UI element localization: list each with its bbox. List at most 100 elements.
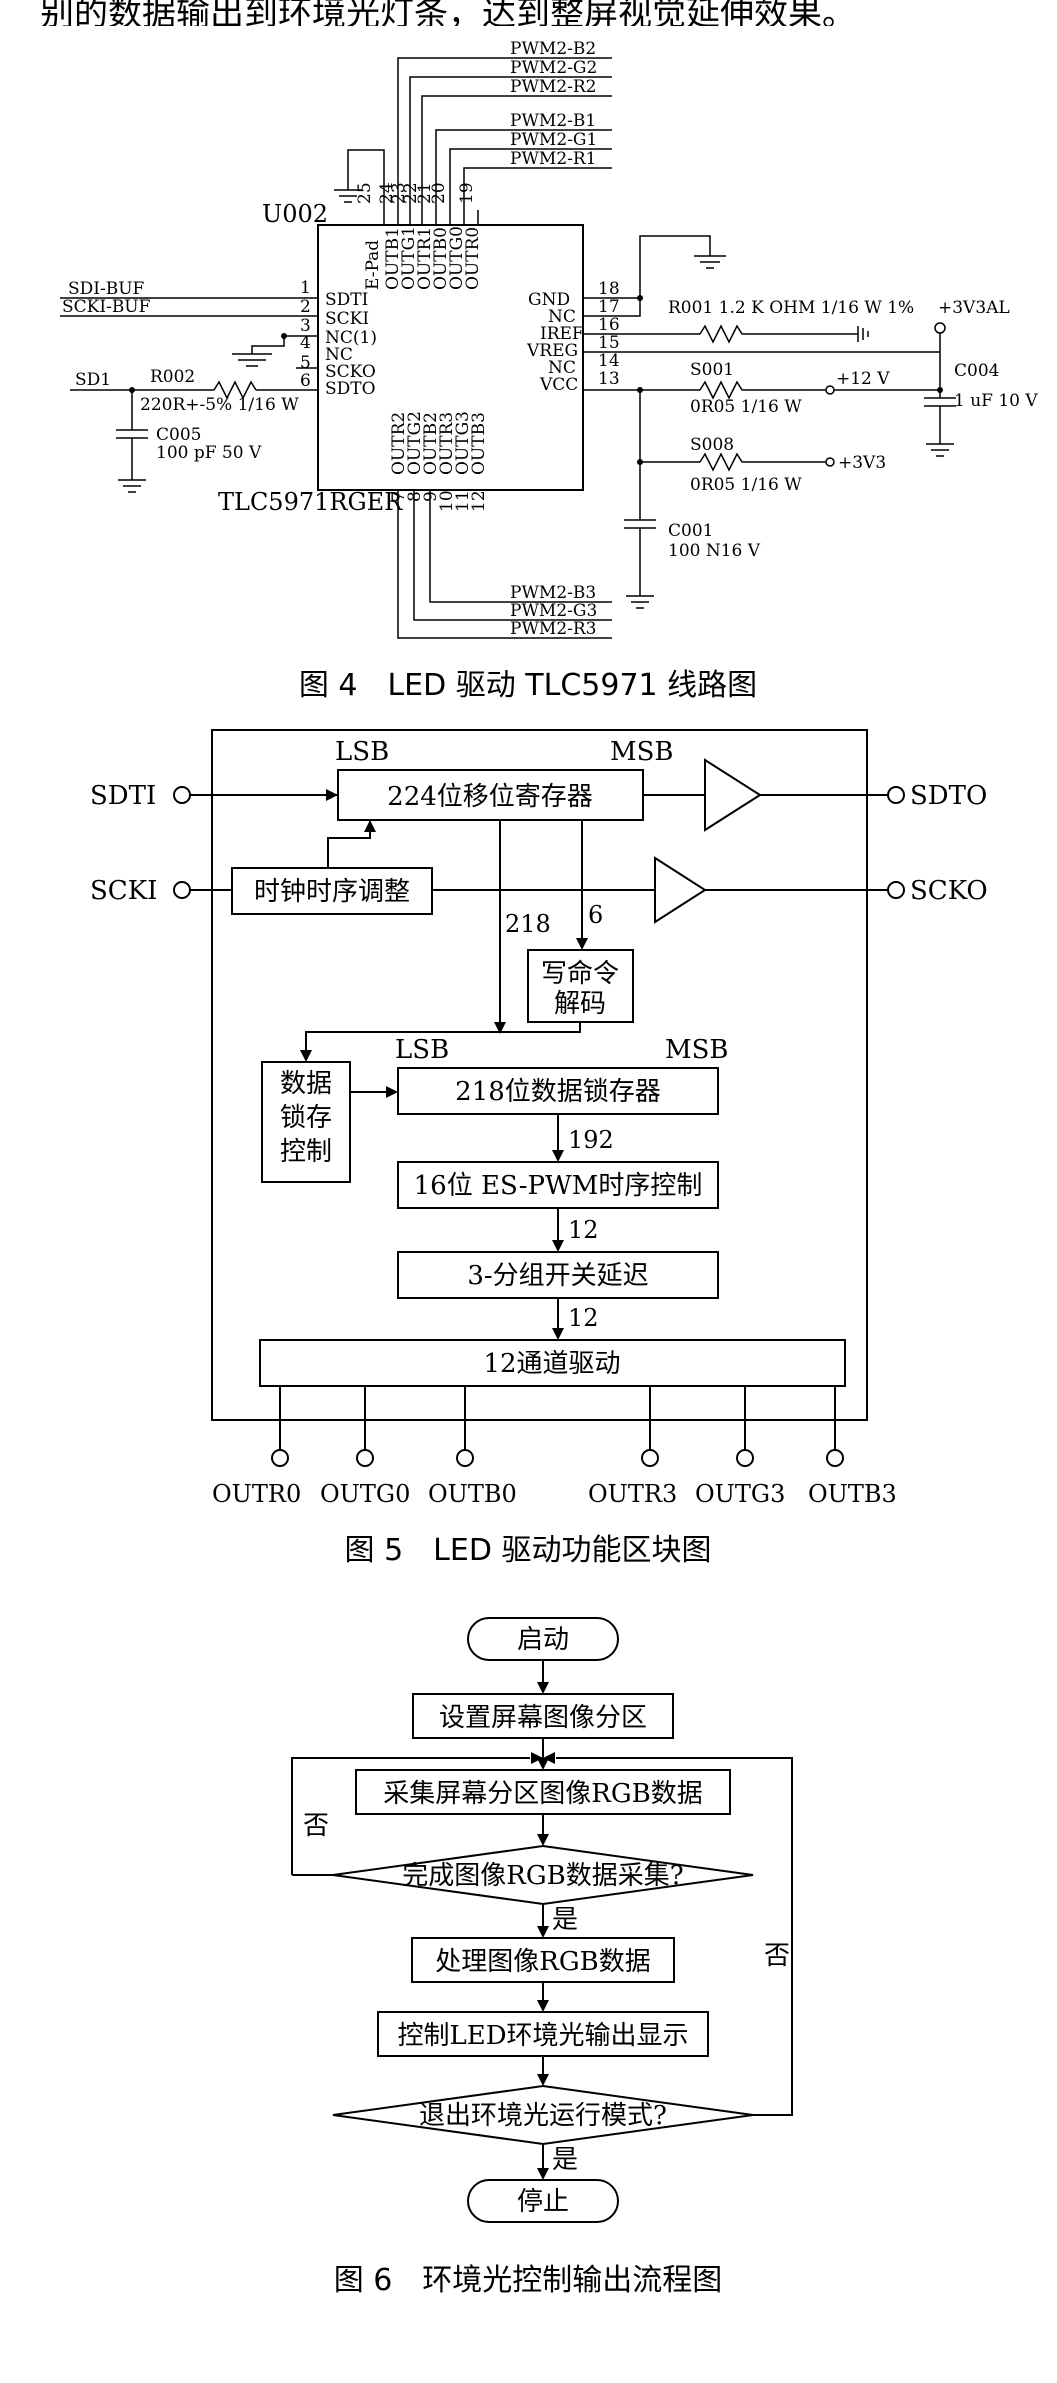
figure-6-caption: 图 6 环境光控制输出流程图 <box>334 2263 723 2298</box>
control-label: 控制LED环境光输出显示 <box>397 2021 688 2051</box>
pin-num: 21 <box>415 182 435 204</box>
scko-terminal <box>887 881 905 899</box>
bits-12b: 12 <box>568 1304 599 1332</box>
pin-name: VCC <box>539 375 578 395</box>
scki-net: SCKI-BUF <box>62 297 151 317</box>
c005-ref: C005 <box>156 425 201 445</box>
pin-num: 24 <box>377 182 397 204</box>
sdto-buffer <box>704 758 762 832</box>
pin-name: OUTB2 <box>421 412 441 475</box>
bits-6: 6 <box>588 901 603 929</box>
pin-name: OUTB0 <box>431 227 451 290</box>
pin-num: 8 <box>405 491 425 502</box>
driver-box <box>259 1339 846 1387</box>
left-pins: SDTI SCKI NC(1) NC SCKO SDTO 1 2 3 4 5 6… <box>60 278 377 493</box>
top-pins: 25 24 23 22 21 20 19 E-Pad OUTB1 OUTG1 O… <box>355 182 483 290</box>
net-label: PWM2-B1 <box>510 111 596 131</box>
set-partition-label: 设置屏幕图像分区 <box>439 1703 647 1733</box>
pin-num: 22 <box>401 182 421 204</box>
scko-label: SCKO <box>910 876 988 906</box>
right-pins: GND NC IREF VREG NC VCC 18 17 16 15 14 1… <box>526 235 1038 609</box>
pin-num: 18 <box>598 279 620 299</box>
net-label: PWM2-G2 <box>510 58 597 78</box>
sdto-label: SDTO <box>910 781 987 811</box>
c005-value: 100 pF 50 V <box>156 443 262 463</box>
pin-num: 13 <box>598 369 620 389</box>
output-label: OUTG0 <box>320 1480 410 1508</box>
start-label: 启动 <box>517 1625 569 1655</box>
pin-num: 19 <box>457 182 477 204</box>
shift-register-label: 224位移位寄存器 <box>387 782 593 812</box>
sdi-net: SDI-BUF <box>68 279 145 299</box>
pin-num: 10 <box>437 490 457 512</box>
output-label: OUTR3 <box>588 1480 677 1508</box>
stop-terminal <box>467 2179 619 2223</box>
latch-msb: MSB <box>665 1035 729 1065</box>
outputs: OUTR0 OUTG0 OUTB0 OUTR3 OUTG3 OUTB3 <box>212 1386 897 1508</box>
pin-name: OUTR3 <box>437 412 457 475</box>
pin-name: OUTG2 <box>405 411 425 475</box>
output-label: OUTR0 <box>212 1480 301 1508</box>
pin-num: 1 <box>300 278 311 298</box>
clock-adjust-label: 时钟时序调整 <box>254 877 410 907</box>
check-exit-label: 退出环境光运行模式? <box>419 2101 667 2131</box>
driver-label: 12通道驱动 <box>483 1349 620 1379</box>
pin-num: 16 <box>598 315 620 335</box>
pin-num: 15 <box>598 333 620 353</box>
net-label: PWM2-B2 <box>510 39 596 59</box>
c004-ref: C004 <box>954 361 999 381</box>
pin-name: OUTG0 <box>447 226 467 290</box>
shift-lsb: LSB <box>335 737 389 767</box>
top-nets-a: PWM2-B2 PWM2-G2 PWM2-R2 <box>397 39 612 225</box>
net-label: PWM2-B3 <box>510 583 596 603</box>
pin-num: 2 <box>300 297 311 317</box>
pin-num: 7 <box>389 491 409 502</box>
latch-lsb: LSB <box>395 1035 449 1065</box>
pin-name: NC <box>548 307 576 327</box>
check-done-label: 完成图像RGB数据采集? <box>402 1861 683 1891</box>
outer-frame <box>211 729 868 1421</box>
s001-ref: S001 <box>690 360 734 380</box>
scki-label: SCKI <box>90 876 157 906</box>
pin-num: 11 <box>453 490 473 512</box>
pin-num: 5 <box>300 353 311 373</box>
pin-num: 12 <box>469 490 489 512</box>
pin-num: 3 <box>300 316 311 336</box>
net-label: PWM2-R3 <box>510 619 597 639</box>
pin-name: SCKI <box>325 309 369 329</box>
process-label: 处理图像RGB数据 <box>435 1947 650 1977</box>
pin-name: SDTI <box>325 290 368 310</box>
out-terminal <box>736 1449 754 1467</box>
pin-num: 23 <box>389 182 409 204</box>
out-terminal <box>641 1449 659 1467</box>
bits-218: 218 <box>505 910 551 938</box>
collect-label: 采集屏幕分区图像RGB数据 <box>383 1779 702 1809</box>
latch-control-line1: 数据 <box>280 1069 332 1099</box>
pin-name: SCKO <box>325 362 376 382</box>
pin-name: OUTR2 <box>389 412 409 475</box>
out-terminal <box>271 1449 289 1467</box>
no-2: 否 <box>764 1941 790 1971</box>
pin-num: 14 <box>598 351 620 371</box>
figure-5-caption: 图 5 LED 驱动功能区块图 <box>345 1533 712 1568</box>
sdti-label: SDTI <box>90 781 156 811</box>
s008-ref: S008 <box>690 435 734 455</box>
no-1: 否 <box>303 1811 329 1841</box>
pin-num: 9 <box>421 491 441 502</box>
pin-name: OUTG3 <box>453 411 473 475</box>
latch-control-box <box>261 1061 351 1183</box>
scko-buffer <box>654 856 707 924</box>
latch-control-line2: 锁存 <box>280 1103 332 1133</box>
latch-control-line3: 控制 <box>280 1137 332 1167</box>
s001-value: 0R05 1/16 W <box>690 397 802 417</box>
chip-part: TLC5971RGER <box>218 488 403 516</box>
top-body-text: 别的数据输出到环境光灯条，达到整屏视觉延伸效果。 <box>40 0 856 26</box>
c001-value: 100 N16 V <box>668 541 761 561</box>
out-terminal <box>456 1449 474 1467</box>
figure-4-schematic: U002 TLC5971RGER PWM2-B2 PWM2-G2 PWM2-R2… <box>60 39 1038 703</box>
out-terminal <box>356 1449 374 1467</box>
pin-name: IREF <box>540 324 584 344</box>
c004-value: 1 uF 10 V <box>954 391 1038 411</box>
net-label: PWM2-R2 <box>510 77 597 97</box>
sdto-terminal <box>887 786 905 804</box>
